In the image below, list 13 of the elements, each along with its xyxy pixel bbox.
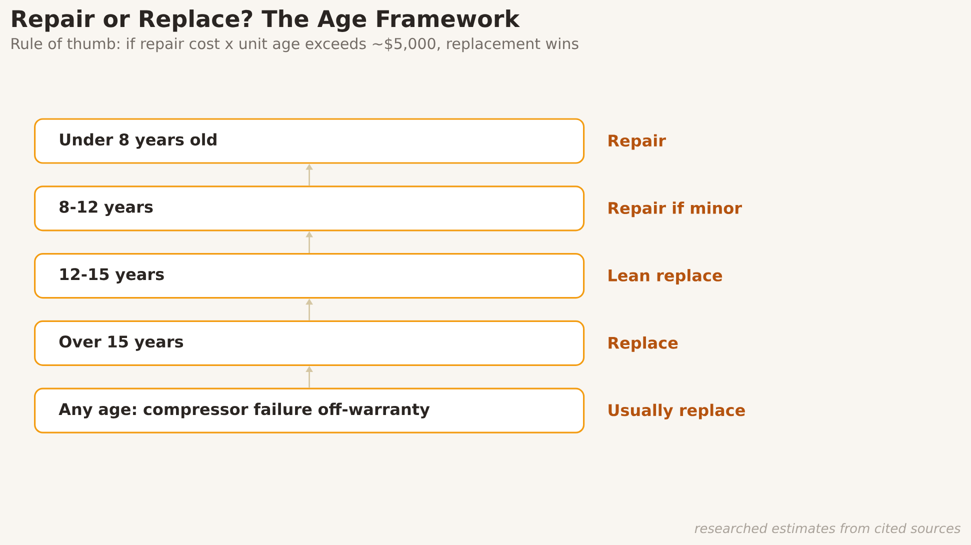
- footer-note: researched estimates from cited sources: [694, 523, 961, 534]
- subtitle: Rule of thumb: if repair cost x unit age exceeds ~$5,000, replacement wins: [12, 38, 578, 52]
- title: Repair or Replace? The Age Framework: [12, 10, 520, 32]
- process-box: 8-12 years: [34, 186, 585, 232]
- process-box: 12-15 years: [34, 253, 585, 299]
- process-box: Under 8 years old: [34, 118, 585, 164]
- process-box: Over 15 years: [34, 320, 585, 366]
- outcome-label: Replace: [608, 336, 678, 352]
- outcome-label: Repair if minor: [608, 202, 742, 218]
- outcome-label: Usually replace: [608, 404, 745, 420]
- outcome-label: Lean replace: [608, 269, 722, 285]
- outcome-label: Repair: [608, 134, 666, 150]
- process-box: Any age: compressor failure off-warranty: [34, 388, 585, 434]
